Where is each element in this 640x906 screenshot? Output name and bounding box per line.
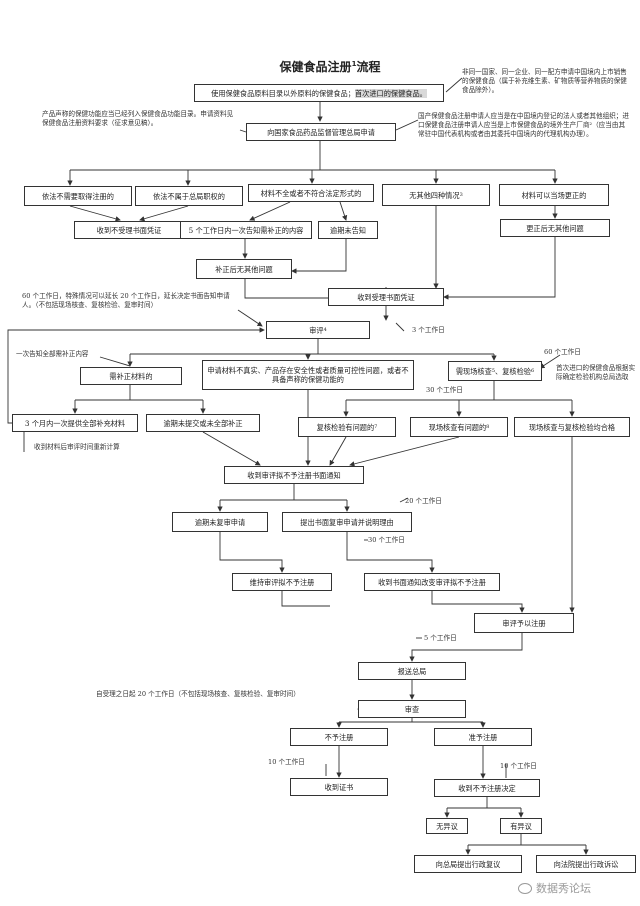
box-overdue-notice: 逾期未告知	[318, 221, 378, 239]
connector-line-36	[329, 436, 347, 466]
connector-line-38	[202, 431, 261, 466]
box-supplement-complete: 补正后无其他问题	[196, 259, 292, 279]
note-3-days: 3 个工作日	[412, 326, 445, 334]
connector-line-65	[239, 129, 247, 133]
box-no-objection: 无异议	[426, 818, 468, 834]
box-submit-to-cfda: 报送总局	[358, 662, 466, 680]
box-final-audit: 审查	[358, 700, 466, 718]
connector-line-14	[291, 239, 347, 274]
connector-line-11	[339, 201, 348, 221]
box-objection: 有异议	[500, 818, 542, 834]
connector-line-18	[443, 237, 556, 300]
box-admin-reconsideration: 向总局提出行政复议	[414, 855, 522, 873]
box-outside-authority: 依法不属于总局职权的	[135, 186, 243, 206]
box-registered: 准予注册	[434, 728, 532, 746]
box-correctable-on-site: 材料可以当场更正的	[499, 184, 609, 206]
box-upheld-rejection: 维持审评拟不予注册	[232, 573, 332, 591]
connector-line-8	[69, 205, 121, 222]
connector-line-70	[539, 354, 561, 369]
chat-bubble-icon	[518, 882, 532, 894]
connector-line-48	[431, 591, 525, 613]
connector-line-9	[139, 205, 189, 222]
note-20-days: 20 个工作日	[405, 497, 442, 505]
box-all-checks-passed: 现场核查与复核检验均合格	[514, 417, 630, 437]
connector-line-73	[395, 322, 405, 332]
note-30-days-a: 30 个工作日	[426, 386, 463, 394]
connector-line-67	[395, 119, 419, 131]
box-reversed-rejection: 收到书面通知改变审评拟不予注册	[364, 573, 500, 591]
box-no-registration-needed: 依法不需要取得注册的	[24, 186, 132, 206]
note-10-days-b: 10 个工作日	[500, 762, 537, 770]
note-approval-period: 自受理之日起 20 个工作日（不包括现场核查、复核检验、复审时间）	[96, 690, 300, 698]
box-incomplete-materials: 材料不全或者不符合法定形式的	[248, 184, 374, 202]
note-resubmission: 收到材料后审评时间重新计算	[34, 443, 120, 451]
note-applicant-requirement: 国产保健食品注册申请人应当是在中国境内登记的法人或者其他组织；进口保健食品注册申…	[418, 112, 629, 138]
box-not-registered: 不予注册	[290, 728, 388, 746]
box-needs-supplement: 需补正材料的	[80, 367, 182, 385]
note-lab-selection: 首次进口的保健食品根据实际确定检验机构总局选取	[556, 364, 636, 381]
box-false-materials: 申请材料不真实、产品存在安全性或者质量可控性问题，或者不具备声称的保健功能的	[202, 360, 414, 390]
connector-line-10	[249, 201, 291, 221]
box-corrected-ok: 更正后无其他问题	[500, 219, 610, 237]
box-overdue-supplement: 逾期未提交或未全部补正	[146, 414, 260, 432]
connector-line-37	[349, 436, 460, 467]
page-title: 保健食品注册1流程	[279, 60, 381, 74]
note-10-days-a: 10 个工作日	[268, 758, 305, 766]
watermark: 数据秀论坛	[518, 880, 591, 896]
connector-line-49	[409, 633, 523, 662]
note-5-days: 5 个工作日	[424, 634, 457, 642]
note-review-period: 60 个工作日，特殊情况可以延长 20 个工作日，延长决定书面告知申请人。（不包…	[22, 292, 230, 309]
box-acceptance-receipt: 收到受理书面凭证	[328, 288, 444, 306]
note-60-days: 60 个工作日	[544, 348, 581, 356]
connector-line-74	[399, 497, 409, 503]
box-submit-application: 向国家食品药品监督管理总局申请	[246, 123, 396, 141]
box-review-approved: 审评予以注册	[474, 613, 574, 633]
box-5-day-notice: 5 个工作日内一次告知需补正的内容	[180, 221, 312, 239]
box-product-scope: 使用保健食品原料目录以外原料的保健食品；首次进口的保健食品。	[194, 84, 444, 102]
connector-line-46	[281, 591, 330, 607]
box-proposed-rejection: 收到审评拟不予注册书面通知	[224, 466, 364, 484]
box-lawsuit: 向法院提出行政诉讼	[536, 855, 636, 873]
box-no-reexam: 逾期未复审申请	[172, 512, 268, 532]
note-one-time-notice: 一次告知全部需补正内容	[16, 350, 89, 358]
connector-line-45	[346, 532, 435, 573]
box-rejection-receipt: 收到不受理书面凭证	[74, 221, 184, 239]
note-30-days-b: 30 个工作日	[368, 536, 405, 544]
note-imported-definition: 非同一国家、同一企业、同一配方申请中国境内上市销售的保健食品（属于补充维生素、矿…	[462, 68, 627, 94]
box-reexam-request: 提出书面复审申请并说明理由	[282, 512, 412, 532]
box-certificate-received: 收到证书	[290, 778, 388, 796]
connector-line-69	[99, 356, 131, 367]
note-function-catalog: 产品声称的保健功能应当已经列入保健食品功能目录。申请资料见保健食品注册资料要求（…	[42, 110, 234, 127]
connector-line-66	[445, 77, 463, 93]
connector-line-68	[237, 309, 263, 327]
connector-line-44	[219, 532, 285, 573]
connector-line-29	[7, 327, 265, 424]
box-3-month-supplement: 3 个月内一次提供全部补充材料	[12, 414, 138, 432]
box-rejection-decision: 收到不予注册决定	[434, 779, 540, 797]
